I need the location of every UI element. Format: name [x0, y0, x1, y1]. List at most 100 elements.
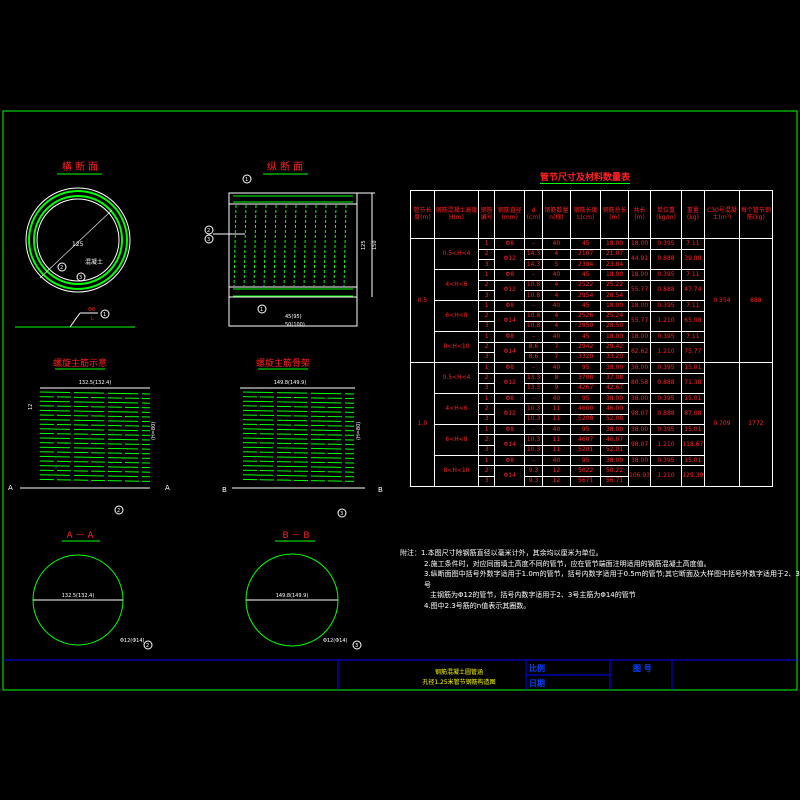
spiral-bar [242, 419, 355, 423]
cell: 18.00 [600, 300, 629, 312]
cell: 40 [541, 455, 571, 467]
cell: – [524, 362, 543, 374]
bar-diameter: Φ8 [494, 331, 526, 343]
svg-text:1: 1 [103, 312, 106, 318]
cell: 9.3 [524, 475, 543, 488]
drawing-border [2, 110, 798, 691]
total-cell: 75.77 [680, 341, 706, 364]
cell: 4 [541, 320, 571, 333]
total-cell: 1.210 [650, 341, 682, 364]
total-cell: 44.91 [627, 248, 652, 271]
total-cell: 0.395 [650, 455, 682, 467]
cell: 38.00 [600, 393, 629, 405]
column-header: 钢筋总长(m) [600, 189, 629, 240]
cell: – [524, 238, 543, 250]
cell: 4600 [569, 403, 602, 415]
spiral-bar [39, 437, 151, 441]
cell: 14.3 [524, 259, 543, 271]
svg-text:149.8(149.9): 149.8(149.9) [276, 593, 309, 599]
bar-number: 2 [477, 279, 496, 292]
note: 3.纵断面图中括号外数字适用于1.0m的管节，括号内数字适用于0.5m的管节;其… [424, 570, 800, 589]
svg-text:螺旋主筋骨架: 螺旋主筋骨架 [256, 357, 310, 369]
total-cell: 1.210 [650, 465, 682, 487]
svg-text:A: A [8, 484, 13, 492]
spiral-bar [242, 428, 355, 432]
svg-text:50(100): 50(100) [285, 322, 305, 328]
date-label: 日期 [529, 679, 545, 688]
spiral-bar [242, 451, 355, 455]
cell: 40 [541, 269, 571, 281]
svg-text:45(95): 45(95) [285, 314, 302, 320]
spiral-bar [39, 400, 151, 404]
spiral-bar [242, 469, 355, 473]
cell: 11 [541, 413, 571, 426]
svg-text:2: 2 [60, 265, 63, 271]
cell: 7 [541, 341, 571, 353]
cell: 9.3 [524, 465, 543, 477]
cell: 4 [541, 279, 571, 292]
column-header: 共长(m) [627, 189, 652, 240]
total-cell: 118.67 [680, 434, 706, 457]
spiral-bar [39, 478, 151, 482]
section-bb: B － B 149.8(149.9) Φ12(Φ14) 3 [245, 531, 362, 650]
spiral-bar [242, 442, 355, 446]
bar-number: 3 [477, 290, 496, 302]
cell: 10.8 [524, 320, 543, 333]
bar-number: 3 [477, 475, 496, 488]
bar-number: 1 [477, 269, 496, 281]
spiral-bar [39, 396, 151, 400]
total-cell: 1.210 [650, 310, 682, 333]
cell: 56.71 [600, 475, 629, 488]
bar-number: 3 [477, 444, 496, 457]
bar-number: 3 [477, 259, 496, 271]
cell: 95 [569, 424, 602, 436]
drawing-name-line1: 钢筋混凝土圆管涵 [434, 669, 483, 676]
cell: 2384 [569, 259, 602, 271]
total-cell: 0.395 [650, 393, 682, 405]
column-header: 钢筋直径(mm) [494, 189, 526, 240]
cell: 8.6 [524, 341, 543, 353]
view-title: 横 断 面 [62, 160, 98, 173]
cell: 21.07 [600, 248, 629, 261]
svg-text:L: L [91, 316, 94, 322]
cell: 10.3 [524, 444, 543, 457]
svg-text:(H=80): (H=80) [151, 422, 157, 440]
total-cell: 87.08 [680, 403, 706, 426]
table-title: 管节尺寸及材料数量表 [540, 170, 631, 184]
note: 2.施工条件时，对应同面填土高度不同的管节，应在管节端面注明适用的钢筋混凝土高度… [424, 559, 711, 568]
cell: 46.00 [600, 403, 629, 415]
svg-text:2: 2 [207, 228, 210, 234]
cell: 18.00 [600, 238, 629, 250]
column-header: 钢筋编号 [477, 189, 496, 240]
spiral-bar [242, 478, 355, 482]
cell: 14.3 [524, 248, 543, 261]
bar-number: 1 [477, 424, 496, 436]
bar-number: 3 [477, 320, 496, 333]
cell: 45 [569, 269, 602, 281]
bar-diameter: Φ14 [494, 310, 526, 333]
svg-text:螺旋主筋示意: 螺旋主筋示意 [53, 357, 107, 369]
cell: 18.00 [600, 331, 629, 343]
spiral-bar [242, 432, 355, 436]
bar-number: 3 [477, 351, 496, 364]
spiral-bar [242, 396, 355, 400]
spiral-bar [39, 409, 151, 413]
table-header-row: 管节长度(m)钢筋混凝土高度H(m)钢筋编号钢筋直径(mm)d (cm)钢筋数量… [410, 189, 774, 240]
cell: 23.84 [600, 259, 629, 271]
cell: 2942 [569, 341, 602, 353]
spiral-bar [39, 414, 151, 418]
cell: 11 [541, 403, 571, 415]
cell: 2854 [569, 290, 602, 302]
cell: 45 [569, 238, 602, 250]
cell: 4 [541, 290, 571, 302]
total-cell: 18.00 [627, 269, 652, 281]
svg-text:B － B: B － B [282, 531, 309, 541]
spiral-bar [39, 432, 151, 436]
spiral-bar [242, 455, 355, 459]
spiral-bar [242, 400, 355, 404]
column-header: 钢筋数量n(根) [541, 189, 571, 240]
bar-number: 1 [477, 362, 496, 374]
